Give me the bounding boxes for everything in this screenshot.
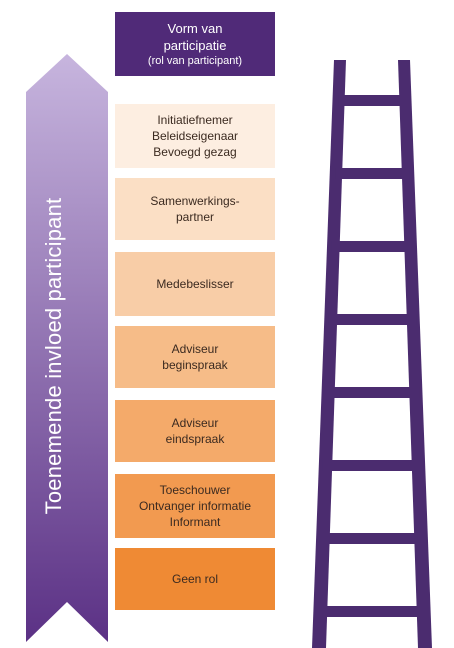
level-line: Toeschouwer <box>159 483 231 497</box>
level-samenwerkingspartner: Samenwerkings- partner <box>115 178 275 240</box>
ladder-left-rail <box>312 60 346 648</box>
header-line-2: participatie <box>163 37 227 53</box>
ladder-rung <box>328 314 417 325</box>
level-geen-rol: Geen rol <box>115 548 275 610</box>
ladder-rung <box>322 460 424 471</box>
level-line: Samenwerkings- <box>150 194 240 208</box>
level-initiatiefnemer: Initiatiefnemer Beleidseigenaar Bevoegd … <box>115 104 275 168</box>
level-line: Ontvanger informatie <box>138 499 252 513</box>
header-line-1: Vorm van <box>167 20 223 36</box>
level-line: Adviseur <box>171 416 219 430</box>
level-line: Adviseur <box>171 342 219 356</box>
ladder-rung <box>338 95 406 106</box>
arrow-label: Toenemende invloed participant <box>41 197 66 515</box>
level-line: Medebeslisser <box>156 277 234 291</box>
level-toeschouwer: Toeschouwer Ontvanger informatie Informa… <box>115 474 275 538</box>
ladder-right-rail <box>398 60 432 648</box>
level-line: beginspraak <box>162 358 228 372</box>
influence-arrow <box>26 54 108 642</box>
level-adviseur-beginspraak: Adviseur beginspraak <box>115 326 275 388</box>
ladder-rung <box>325 387 420 398</box>
ladder-rung <box>319 533 427 544</box>
column-header: Vorm van participatie (rol van participa… <box>115 12 275 76</box>
level-line: Informant <box>169 515 221 529</box>
level-line: Beleidseigenaar <box>151 129 239 143</box>
arrow-shape <box>26 54 108 642</box>
level-adviseur-eindspraak: Adviseur eindspraak <box>115 400 275 462</box>
level-line: Geen rol <box>171 572 219 586</box>
level-line: Bevoegd gezag <box>153 145 237 159</box>
level-line: partner <box>175 210 215 224</box>
level-line: Initiatiefnemer <box>157 113 233 127</box>
ladder-rung <box>331 241 413 252</box>
ladder-rung <box>335 168 410 179</box>
ladder-rung <box>315 606 430 617</box>
ladder-illustration <box>312 60 432 648</box>
level-line: eindspraak <box>165 432 225 446</box>
level-medebeslisser: Medebeslisser <box>115 252 275 316</box>
header-line-3: (rol van participant) <box>147 54 243 67</box>
